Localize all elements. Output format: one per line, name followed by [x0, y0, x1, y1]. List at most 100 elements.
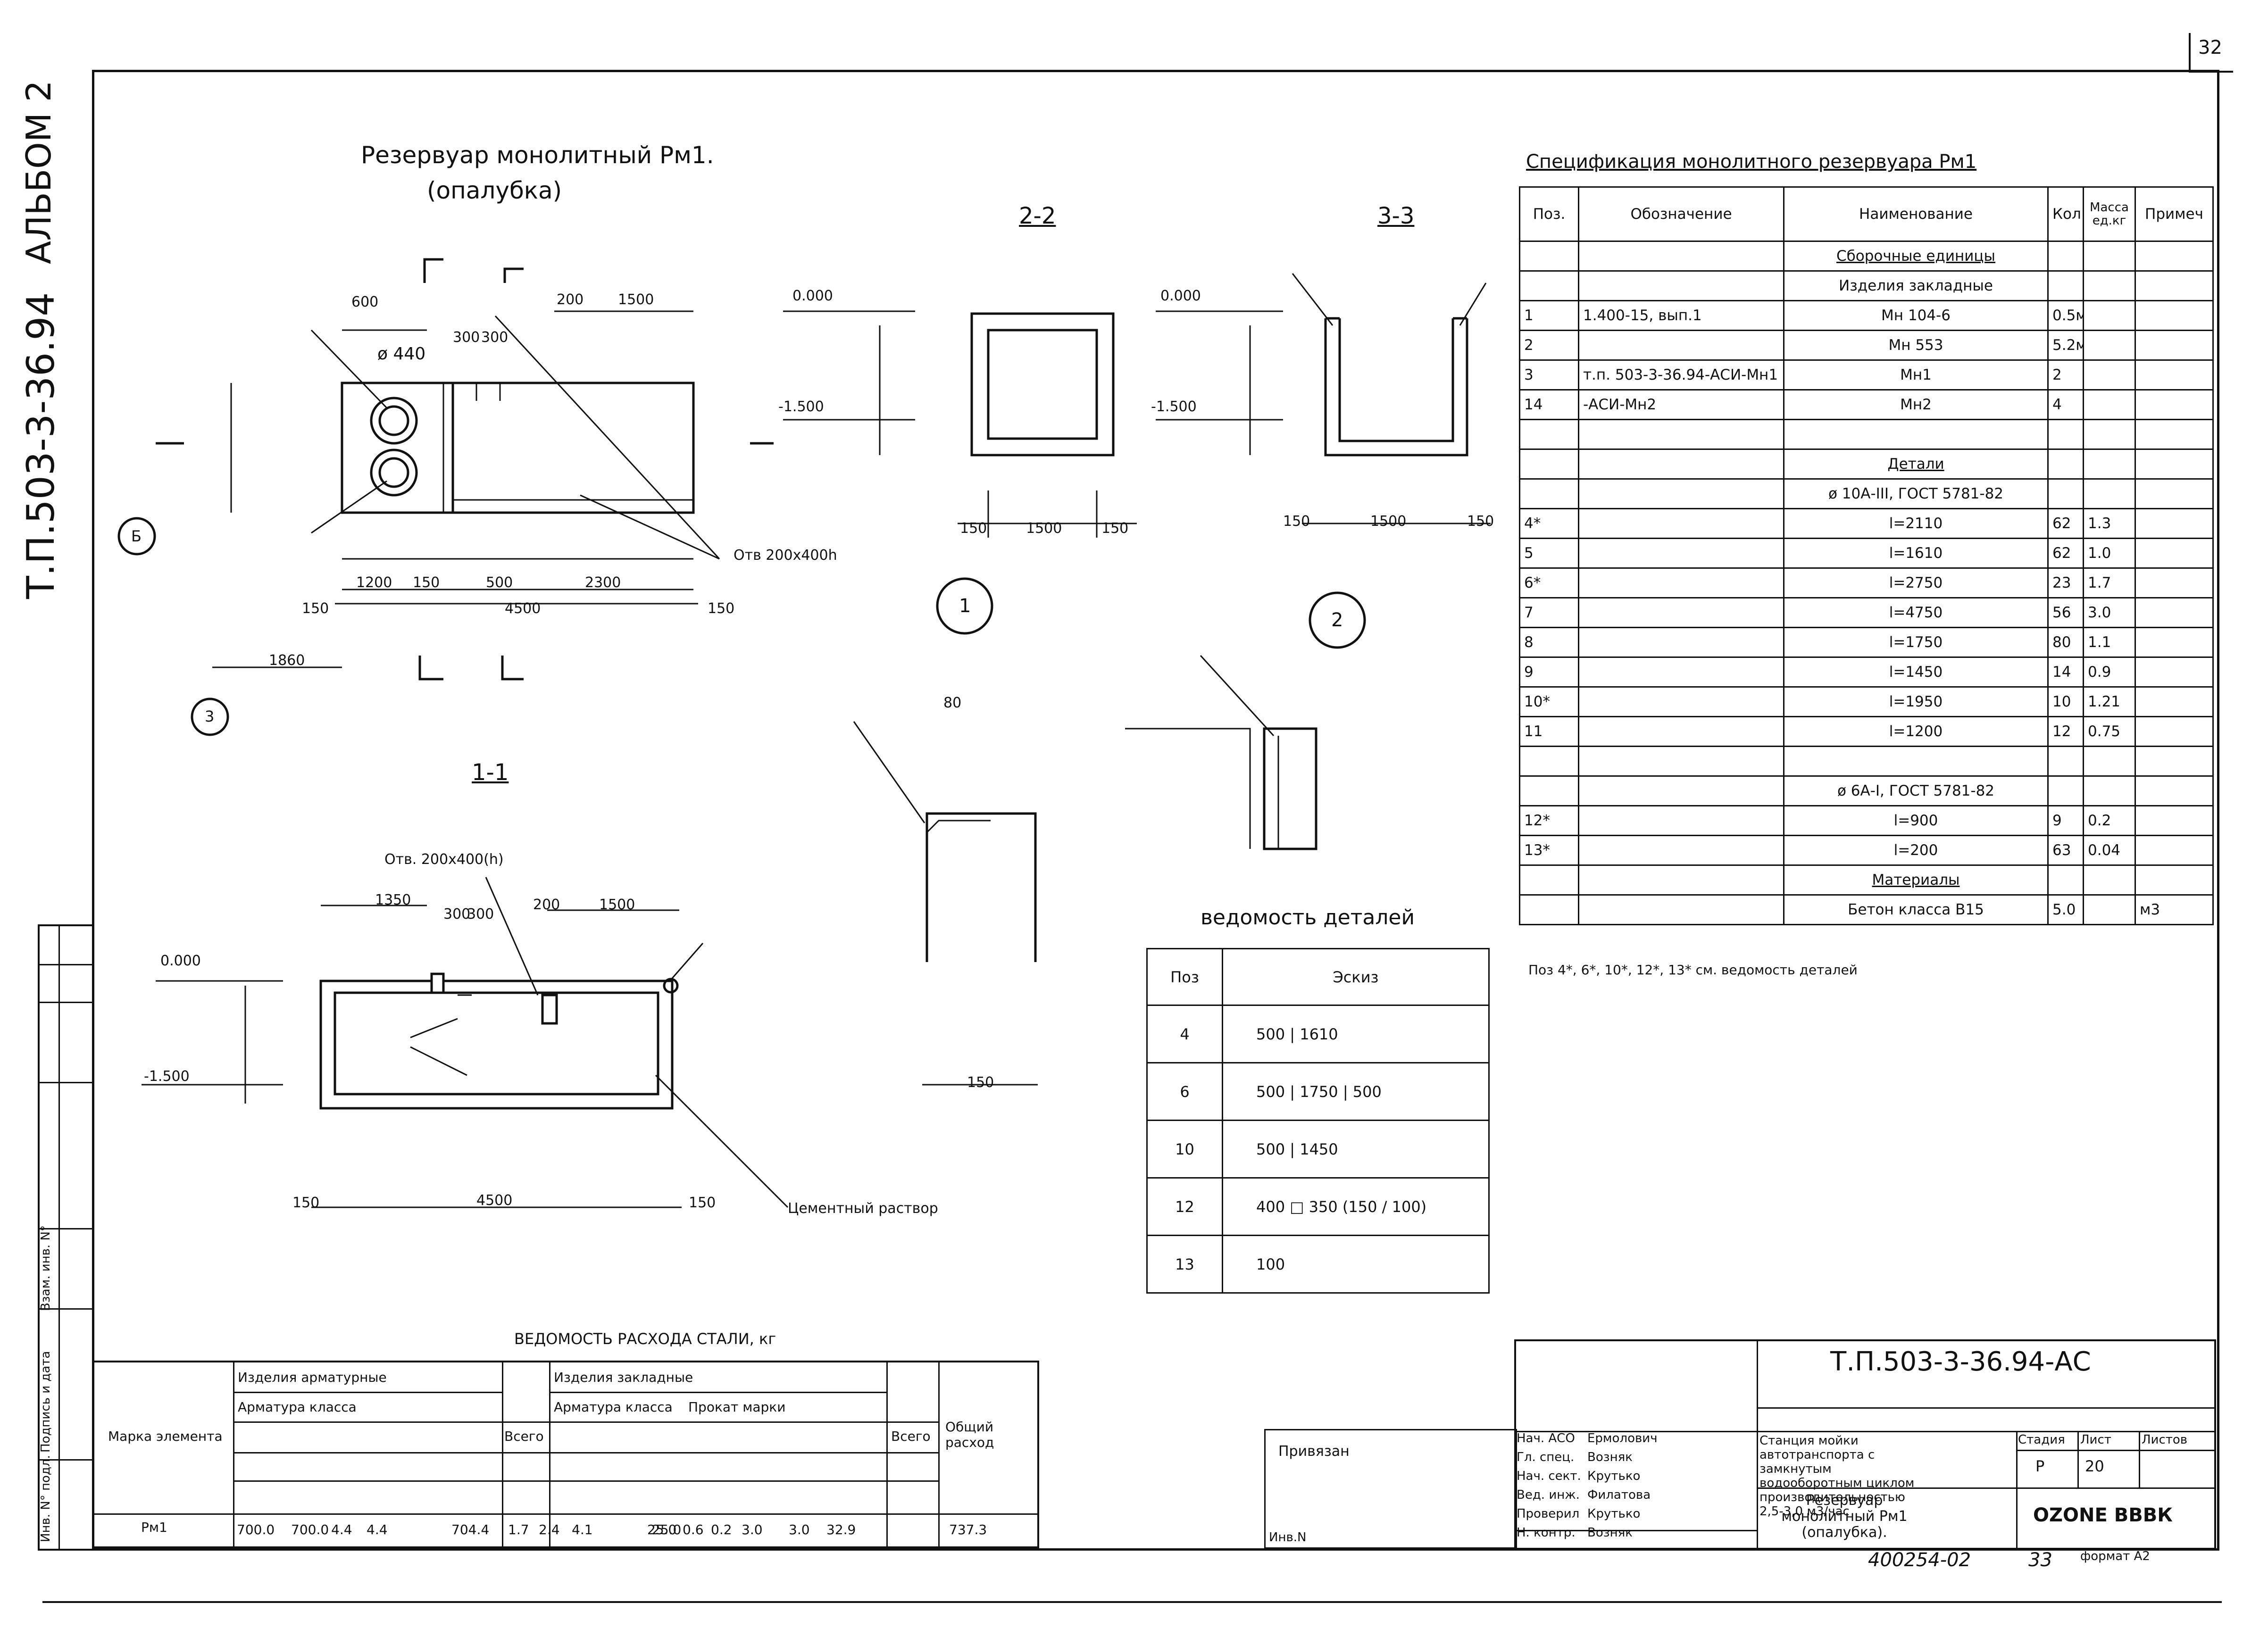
spec-cell: Материалы	[1783, 864, 2049, 896]
spec-cell: 0.2	[2083, 805, 2136, 836]
svg-text:150: 150	[689, 1195, 716, 1211]
steel-value: 3.0	[742, 1522, 763, 1537]
spec-cell: 0.9	[2083, 656, 2136, 688]
spec-cell	[2135, 716, 2214, 747]
spec-cell	[2135, 686, 2214, 717]
svg-text:200: 200	[533, 897, 560, 913]
title-sheet: 20	[2085, 1457, 2104, 1475]
spec-cell: 56	[2047, 597, 2084, 628]
details-pos: 6	[1146, 1062, 1223, 1121]
spec-cell: Мн1	[1783, 359, 2049, 390]
title-person: Возняк	[1587, 1450, 1633, 1464]
svg-text:150: 150	[1467, 513, 1494, 530]
section-22-label: 2-2	[1019, 203, 1056, 229]
page-number-box	[2189, 33, 2233, 73]
spec-cell	[2083, 775, 2136, 806]
spec-cell: l=200	[1783, 835, 2049, 866]
section-11-outer	[319, 980, 674, 1110]
spec-cell	[1578, 775, 1784, 806]
title-role: Н. контр.	[1517, 1526, 1576, 1540]
spec-cell: Мн 104-6	[1783, 300, 2049, 331]
spec-cell	[1578, 746, 1784, 777]
drawing-subtitle: (опалубка)	[427, 177, 562, 204]
sheet-frame	[92, 70, 2219, 1551]
privyazan-box	[1264, 1429, 1517, 1549]
steel-table: Марка элемента Изделия арматурные Издели…	[92, 1361, 1039, 1548]
spec-cell	[2135, 419, 2214, 450]
spec-cell	[1783, 746, 2049, 777]
spec-cell	[1578, 656, 1784, 688]
title-role: Нач. сект.	[1517, 1469, 1581, 1483]
svg-text:200: 200	[557, 291, 584, 308]
spec-cell	[1578, 864, 1784, 896]
spec-cell	[2135, 567, 2214, 598]
spec-cell	[2135, 508, 2214, 539]
steel-value: 25.0	[652, 1522, 682, 1537]
svg-text:150: 150	[292, 1195, 319, 1211]
opening-label-2: Отв. 200х400(h)	[384, 851, 504, 868]
plan-opening-bottom	[370, 448, 418, 497]
title-privyazan: Привязан	[1278, 1443, 1350, 1460]
spec-cell	[1578, 567, 1784, 598]
spec-cell	[2083, 359, 2136, 390]
details-sketch: 100	[1222, 1235, 1490, 1294]
spec-cell	[2135, 359, 2214, 390]
title-role: Нач. АСО	[1517, 1431, 1575, 1445]
svg-text:300: 300	[453, 329, 480, 346]
spec-header-mass: Масса ед.кг	[2083, 186, 2136, 242]
svg-text:150: 150	[708, 600, 734, 617]
spec-cell	[1519, 419, 1579, 450]
spec-cell: l=900	[1783, 805, 2049, 836]
axis-3-bubble	[191, 698, 229, 736]
spec-cell	[1578, 508, 1784, 539]
spec-cell: 5	[1519, 538, 1579, 569]
steel-total-2: Всего	[891, 1428, 931, 1444]
svg-text:1350: 1350	[375, 892, 411, 908]
spec-cell	[2135, 300, 2214, 331]
spec-cell: 0.5м	[2047, 300, 2084, 331]
spec-cell: 4	[2047, 389, 2084, 420]
opening-label: Отв 200х400h	[734, 547, 837, 564]
spec-table: Поз. Обозначение Наименование Кол Масса …	[1519, 186, 2214, 925]
spec-cell: 8	[1519, 627, 1579, 658]
svg-text:2300: 2300	[585, 574, 621, 591]
details-title: ведомость деталей	[1201, 905, 1415, 930]
svg-text:1500: 1500	[618, 291, 654, 308]
details-header-sketch: Эскиз	[1222, 948, 1490, 1006]
title-stage-header: Стадия	[2018, 1433, 2065, 1447]
level-0-11: 0.000	[160, 953, 201, 969]
steel-mark-header: Марка элемента	[108, 1428, 223, 1444]
bottom-rule	[42, 1601, 2222, 1603]
svg-text:150: 150	[960, 520, 987, 537]
spec-cell: 13*	[1519, 835, 1579, 866]
level-15-22: -1.500	[778, 399, 824, 415]
svg-text:4500: 4500	[476, 1192, 512, 1209]
title-person: Филатова	[1587, 1488, 1651, 1502]
title-sheet-header: Лист	[2080, 1433, 2111, 1447]
spec-header-qty: Кол	[2047, 186, 2084, 242]
spec-note: Поз 4*, 6*, 10*, 12*, 13* см. ведомость …	[1528, 962, 1858, 978]
spec-cell: 14	[1519, 389, 1579, 420]
spec-cell	[2135, 746, 2214, 777]
details-header-pos: Поз	[1146, 948, 1223, 1006]
spec-cell	[1578, 835, 1784, 866]
spec-cell: 0.75	[2083, 716, 2136, 747]
node-1-bubble	[936, 577, 993, 635]
spec-header-pos: Поз.	[1519, 186, 1579, 242]
steel-value: 1.7	[508, 1522, 529, 1537]
spec-cell	[1519, 775, 1579, 806]
steel-group-2: Изделия закладные	[554, 1370, 693, 1385]
spec-cell	[2135, 835, 2214, 866]
spec-cell: 5.0	[2047, 894, 2084, 925]
